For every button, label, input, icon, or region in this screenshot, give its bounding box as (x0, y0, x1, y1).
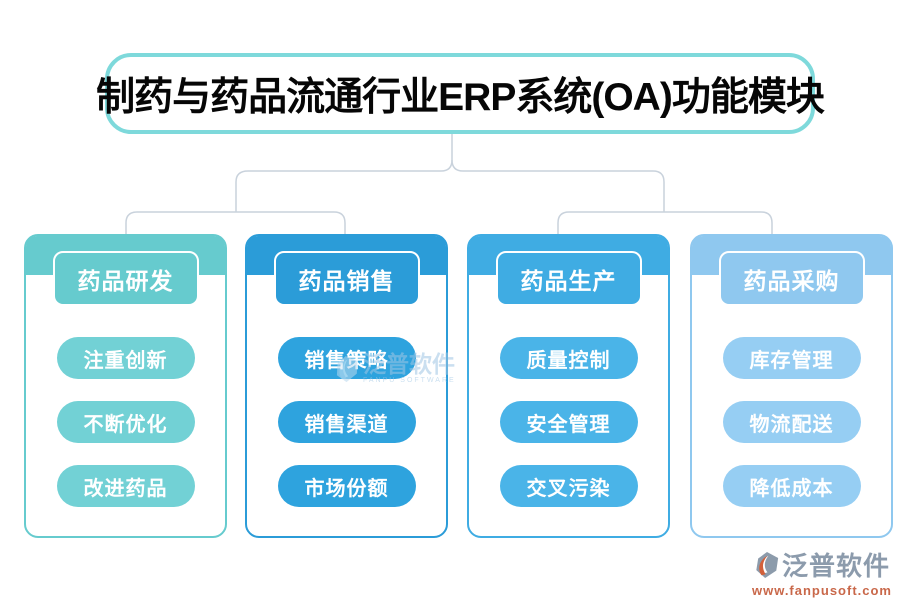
module-card-procurement: 药品采购 库存管理 物流配送 降低成本 (690, 234, 893, 538)
module-item: 交叉污染 (499, 465, 638, 507)
page-title: 制药与药品流通行业ERP系统(OA)功能模块 (96, 75, 825, 119)
card-header-rd: 药品研发 (52, 251, 199, 306)
module-item: 质量控制 (499, 337, 638, 379)
card-header-production: 药品生产 (495, 251, 642, 306)
module-item: 销售策略 (277, 337, 416, 379)
diagram-title-box: 制药与药品流通行业ERP系统(OA)功能模块 (96, 53, 825, 134)
module-item: 市场份额 (277, 465, 416, 507)
module-card-sales: 药品销售 销售策略 销售渠道 市场份额 (245, 234, 448, 538)
module-item: 改进药品 (56, 465, 195, 507)
fanpu-logo-icon (756, 551, 779, 578)
module-item: 安全管理 (499, 401, 638, 443)
module-item: 库存管理 (722, 337, 861, 379)
module-item: 不断优化 (56, 401, 195, 443)
module-item: 降低成本 (722, 465, 861, 507)
footer-logo: 泛普软件 www.fanpusoft.com (752, 546, 892, 598)
module-item: 注重创新 (56, 337, 195, 379)
module-item: 物流配送 (722, 401, 861, 443)
module-item: 销售渠道 (277, 401, 416, 443)
footer-brand-name: 泛普软件 (781, 551, 890, 581)
module-card-production: 药品生产 质量控制 安全管理 交叉污染 (467, 234, 670, 538)
card-header-procurement: 药品采购 (718, 251, 865, 306)
module-card-rd: 药品研发 注重创新 不断优化 改进药品 (24, 234, 227, 538)
footer-website-url: www.fanpusoft.com (751, 583, 892, 598)
card-header-sales: 药品销售 (273, 251, 420, 306)
